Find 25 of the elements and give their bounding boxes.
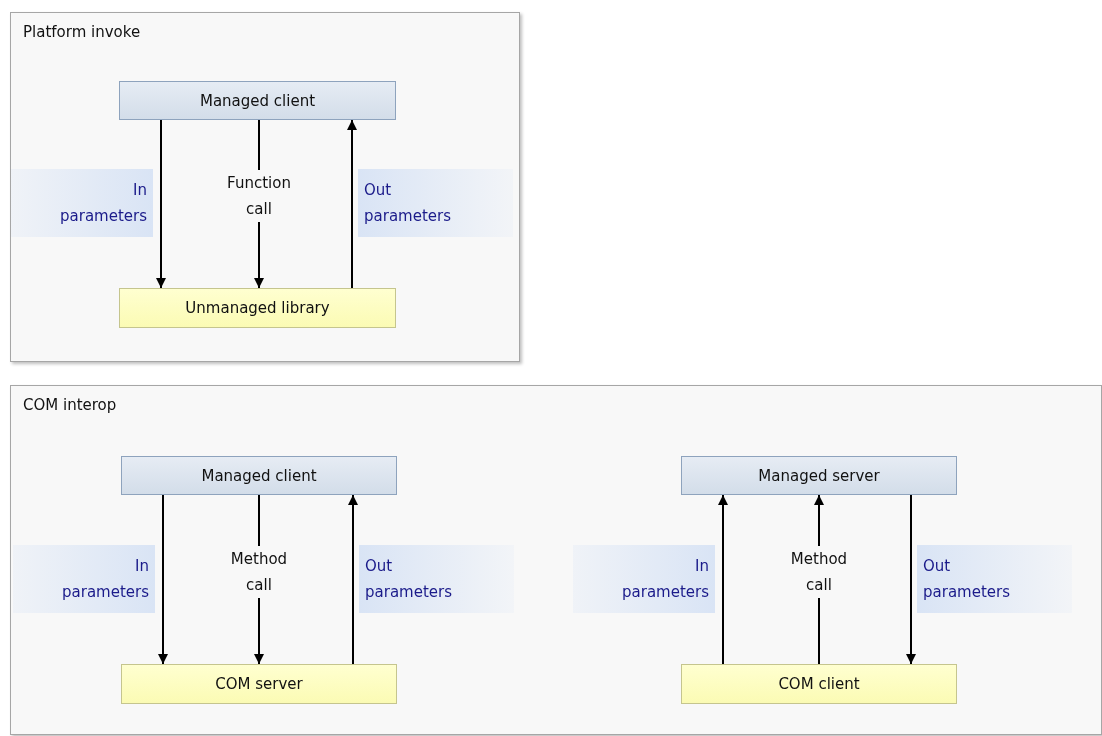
component-box: Managed server: [681, 456, 957, 495]
arrow: [347, 119, 357, 289]
edge-label: In parameters: [622, 555, 709, 603]
arrow: [156, 119, 166, 289]
component-box: Managed client: [119, 81, 396, 120]
panel-title: COM interop: [23, 396, 117, 414]
edge-label: Out parameters: [364, 180, 451, 227]
edge-label: Method call: [230, 545, 288, 598]
edge-label: In parameters: [60, 180, 147, 227]
edge-label: Function call: [227, 170, 291, 222]
group-panel: [10, 385, 1102, 735]
arrow: [718, 494, 728, 665]
edge-label: Out parameters: [365, 555, 452, 603]
component-box: COM server: [121, 664, 397, 704]
component-box: Unmanaged library: [119, 288, 396, 328]
arrow: [348, 494, 358, 665]
edge-label: In parameters: [62, 555, 149, 603]
edge-label: Method call: [790, 545, 848, 598]
edge-label: Out parameters: [923, 555, 1010, 603]
arrow: [906, 494, 916, 665]
arrow: [158, 494, 168, 665]
component-box: COM client: [681, 664, 957, 704]
component-box: Managed client: [121, 456, 397, 495]
panel-title: Platform invoke: [23, 23, 141, 41]
group-panel: [10, 12, 520, 362]
